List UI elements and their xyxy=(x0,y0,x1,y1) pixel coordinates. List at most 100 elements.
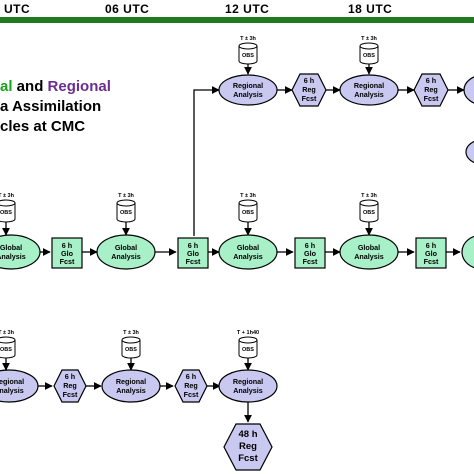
glo-fcst-3-l2: Glo xyxy=(304,249,317,258)
global-analysis-3-l2: Analysis xyxy=(233,252,263,261)
title-line-2: a Assimilation xyxy=(0,98,101,115)
glo-fcst-4-l1: 6 h xyxy=(426,241,436,250)
obs-mid-1: T ± 3h OBS xyxy=(0,193,16,223)
obs-label-mid-2: OBS xyxy=(120,210,132,216)
global-analysis-2: Global Analysis xyxy=(96,234,156,270)
obs-connectors xyxy=(2,63,373,371)
obs-top-1: T ± 3h OBS xyxy=(238,36,258,65)
obs-time-top-2: T ± 3h xyxy=(361,36,377,42)
title-line-3: cles at CMC xyxy=(0,118,85,135)
obs-time-mid-4: T ± 3h xyxy=(361,193,377,199)
regional-analyses-top: Regional Analysis Regional Analysis xyxy=(218,74,474,164)
reg-fcst-bot-1-l2: Reg xyxy=(63,381,77,390)
obs-mid-4: T ± 3h OBS xyxy=(359,193,379,223)
regional-analysis-top-2-l1: Regional xyxy=(354,81,384,90)
timeline-label-00: UTC xyxy=(4,2,30,16)
obs-label-mid-4: OBS xyxy=(363,210,375,216)
regional-analysis-bot-1-l2: Analysis xyxy=(0,386,24,395)
reg-fcst-bot-2-l1: 6 h xyxy=(186,372,196,381)
timeline-label-18: 18 UTC xyxy=(348,2,392,16)
glo-fcst-1-l3: Fcst xyxy=(60,257,75,266)
obs-label-bot-3: OBS xyxy=(242,347,254,353)
reg-fcst-48h: 48 h Reg Fcst xyxy=(223,423,273,471)
glo-fcst-3-l1: 6 h xyxy=(305,241,315,250)
global-analysis-1-l2: Analysis xyxy=(0,252,26,261)
obs-label-top-1: OBS xyxy=(242,53,254,59)
obs-bot-2: T ± 3h OBS xyxy=(121,330,141,359)
regional-analysis-top-3-partial xyxy=(463,76,474,104)
reg-fcst-bot-1-l3: Fcst xyxy=(63,390,78,399)
global-analysis-1: Global Analysis xyxy=(0,234,41,270)
global-analysis-2-l1: Global xyxy=(115,243,137,252)
regional-analysis-bot-1: Regional Analysis xyxy=(0,369,39,403)
reg-fcst-top-1: 6 h Reg Fcst xyxy=(291,73,327,107)
obs-bot-1: T ± 3h OBS xyxy=(0,330,16,359)
reg-fcst-bot-2-l3: Fcst xyxy=(184,390,199,399)
timeline-label-12: 12 UTC xyxy=(225,2,269,16)
title-global-word: al xyxy=(0,78,13,95)
reg-fcst-bot-2-l2: Reg xyxy=(184,381,198,390)
title-regional-word: Regional xyxy=(48,78,111,95)
obs-cylinders: T ± 3h OBS T ± 3h OBS T ± 3h OBS T ± 3h … xyxy=(0,36,379,359)
reg-fcst-bot-1: 6 h Reg Fcst xyxy=(53,369,87,403)
reg-fcst-bot-2: 6 h Reg Fcst xyxy=(174,369,208,403)
regional-analysis-top-1-l1: Regional xyxy=(233,81,263,90)
regional-side-partial xyxy=(465,140,474,164)
obs-label-bot-1: OBS xyxy=(0,347,12,353)
reg-fcst-top-2-l2: Reg xyxy=(424,85,438,94)
regional-analysis-bot-3-l1: Regional xyxy=(233,377,263,386)
global-analysis-4-l2: Analysis xyxy=(354,252,384,261)
obs-time-mid-3: T ± 3h xyxy=(240,193,256,199)
obs-time-bot-1: T ± 3h xyxy=(0,330,15,336)
reg-fcst-48h-l2: Reg xyxy=(239,441,257,452)
regional-analysis-bot-1-l1: Regional xyxy=(0,377,24,386)
obs-time-bot-3: T + 1h40 xyxy=(237,330,259,336)
reg-forecasts-top: 6 h Reg Fcst 6 h Reg Fcst xyxy=(291,73,449,107)
glo-fcst-3-l3: Fcst xyxy=(303,257,318,266)
global-analysis-2-l2: Analysis xyxy=(111,252,141,261)
regional-analysis-bot-3-l2: Analysis xyxy=(233,386,263,395)
global-analysis-5-partial xyxy=(461,235,474,269)
glo-fcst-4: 6 h Glo Fcst xyxy=(415,237,447,269)
global-analysis-1-l1: Global xyxy=(0,243,22,252)
obs-top-2: T ± 3h OBS xyxy=(359,36,379,65)
reg-fcst-48h-l3: Fcst xyxy=(238,453,258,464)
title-line-1: al and Regional xyxy=(0,78,111,95)
regional-analysis-bot-2-l1: Regional xyxy=(116,377,146,386)
reg-fcst-top-2-l3: Fcst xyxy=(424,94,439,103)
glo-fcst-2: 6 h Glo Fcst xyxy=(177,237,209,269)
glo-fcst-2-l2: Glo xyxy=(187,249,200,258)
glo-fcst-4-l3: Fcst xyxy=(424,257,439,266)
reg-fcst-48h-l1: 48 h xyxy=(238,429,257,440)
glo-fcst-3: 6 h Glo Fcst xyxy=(294,237,326,269)
obs-label-top-2: OBS xyxy=(363,53,375,59)
glo-fcst-1-l1: 6 h xyxy=(62,241,72,250)
glo-fcst-2-l3: Fcst xyxy=(186,257,201,266)
reg-fcst-top-2: 6 h Reg Fcst xyxy=(413,73,449,107)
obs-label-mid-1: OBS xyxy=(0,210,12,216)
global-analysis-4-l1: Global xyxy=(358,243,380,252)
reg-fcst-top-1-l2: Reg xyxy=(302,85,316,94)
title-and-word: and xyxy=(13,78,48,95)
reg-fcst-top-2-l1: 6 h xyxy=(426,76,436,85)
reg-fcst-top-1-l1: 6 h xyxy=(304,76,314,85)
obs-mid-3: T ± 3h OBS xyxy=(238,193,258,223)
regional-analysis-top-1: Regional Analysis xyxy=(218,74,278,106)
obs-mid-2: T ± 3h OBS xyxy=(116,193,136,223)
bottom-row: Regional Analysis 6 h Reg Fcst Regional … xyxy=(0,369,278,471)
global-analysis-4: Global Analysis xyxy=(339,234,399,270)
global-analysis-3: Global Analysis xyxy=(218,234,278,270)
obs-time-top-1: T ± 3h xyxy=(240,36,256,42)
edges xyxy=(38,86,465,423)
regional-analysis-bot-2: Regional Analysis xyxy=(101,369,161,403)
obs-label-mid-3: OBS xyxy=(242,210,254,216)
regional-analysis-top-1-l2: Analysis xyxy=(233,90,263,99)
reg-fcst-bot-1-l1: 6 h xyxy=(65,372,75,381)
regional-analysis-top-2: Regional Analysis xyxy=(339,74,399,106)
regional-analysis-bot-2-l2: Analysis xyxy=(116,386,146,395)
timeline-label-06: 06 UTC xyxy=(105,2,149,16)
regional-analysis-top-2-l2: Analysis xyxy=(354,90,384,99)
global-analyses: Global Analysis Global Analysis Global A… xyxy=(0,234,474,270)
obs-time-mid-2: T ± 3h xyxy=(118,193,134,199)
